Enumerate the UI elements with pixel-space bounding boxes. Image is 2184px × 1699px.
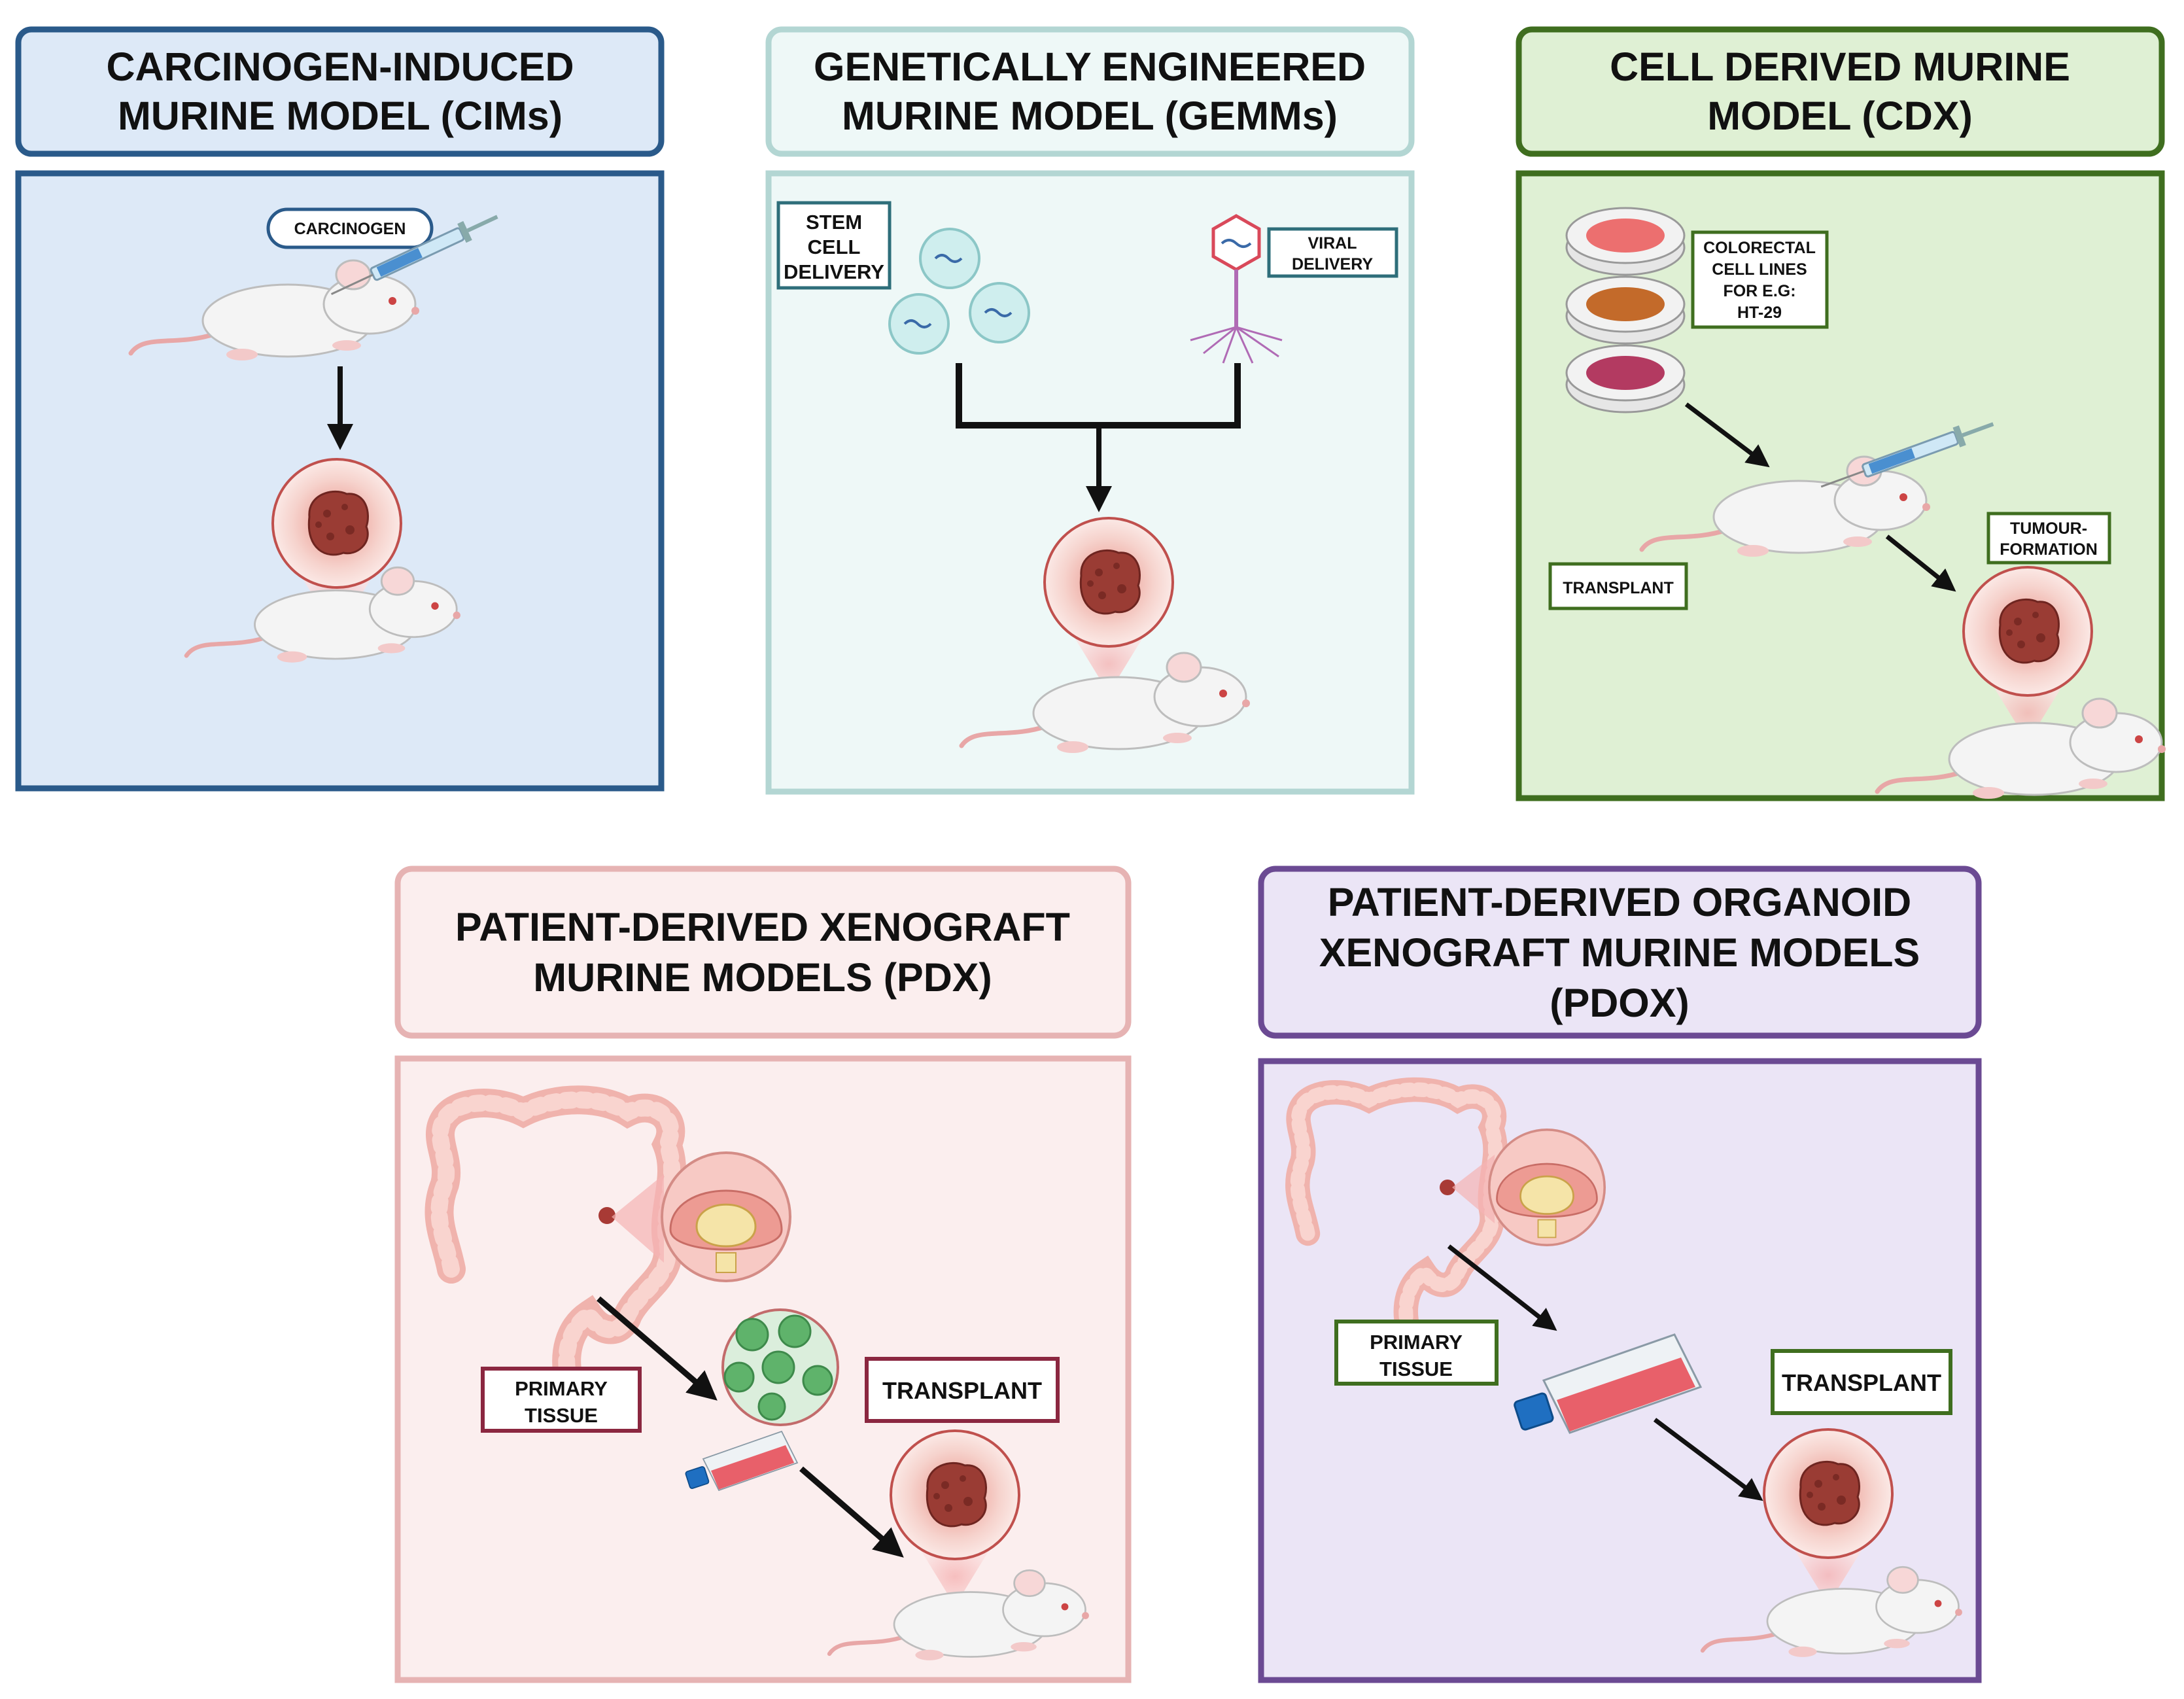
transplant-label: TRANSPLANT [1782,1369,1941,1396]
pdox-title-line1: PATIENT-DERIVED ORGANOID [1328,880,1911,924]
tumour-dot-icon [598,1207,615,1224]
cell-lines-label-line1: COLORECTAL [1703,239,1816,257]
pdx-title-line2: MURINE MODELS (PDX) [533,955,992,1000]
tumour-formation-label-line2: FORMATION [2000,540,2098,559]
stem-cell-icon [888,228,1030,355]
virus-icon [1190,214,1283,364]
transplant-label: TRANSPLANT [882,1377,1042,1404]
cdx-title-line1: CELL DERIVED MURINE [1610,44,2070,89]
cell-lines-label-box [1691,230,1829,329]
tumour-formation-label-line1: TUMOUR- [2010,519,2087,538]
primary-tissue-label-box [481,1367,642,1433]
arrow-icon [1447,1244,1557,1331]
petri-dish-icon [1565,207,1686,413]
cell-lines-label-line2: CELL LINES [1712,260,1807,279]
arrow-icon [1653,1418,1763,1501]
pdox-panel: PATIENT-DERIVED ORGANOID XENOGRAFT MURIN… [1258,866,1982,1683]
primary-tissue-label-line1: PRIMARY [515,1377,608,1400]
transplant-label: TRANSPLANT [1563,579,1673,597]
transplant-label-box [1548,562,1688,610]
tumour-dot-icon [1440,1180,1455,1195]
cdx-header-box [1516,26,2165,157]
gemms-title-line2: MURINE MODEL (GEMMs) [842,94,1338,138]
gemms-header-box [765,26,1415,157]
stem-cell-label-box [776,201,892,290]
cims-title-line2: MURINE MODEL (CIMs) [118,94,563,138]
arrow-icon [597,1296,718,1401]
tumour-formation-label-box [1986,512,2111,565]
pdx-header-box [394,866,1132,1039]
organoid-magnifier-icon [721,1308,839,1426]
carcinogen-label-box [266,207,434,249]
viral-delivery-label-line1: VIRAL [1308,234,1357,253]
stem-cell-label-line3: DELIVERY [784,260,884,283]
gemms-panel: GENETICALLY ENGINEERED MURINE MODEL (GEM… [765,26,1415,795]
pdox-header-box [1258,866,1982,1039]
viral-delivery-label-box [1267,227,1398,278]
colon-cross-section-icon [1488,1129,1606,1246]
arrow-icon [1885,534,1956,592]
arrow-icon [799,1466,904,1558]
cims-header-box [15,26,665,157]
zoom-beam [1452,1155,1495,1223]
primary-tissue-label-line2: TISSUE [525,1404,598,1427]
primary-tissue-label-line1: PRIMARY [1370,1331,1463,1354]
zoom-beam [612,1174,664,1263]
cell-lines-label-line4: HT-29 [1737,304,1782,322]
carcinogen-label: CARCINOGEN [294,220,406,238]
stem-cell-label-line1: STEM [806,211,862,234]
viral-delivery-label-line2: DELIVERY [1292,255,1373,273]
pdox-title-line2: XENOGRAFT MURINE MODELS [1319,930,1920,975]
gemms-title-line1: GENETICALLY ENGINEERED [814,44,1366,89]
cims-panel: CARCINOGEN-INDUCED MURINE MODEL (CIMs) C… [15,26,665,792]
transplant-label-box [1771,1349,1952,1415]
primary-tissue-label-line2: TISSUE [1379,1357,1453,1380]
transplant-label-box [865,1357,1060,1423]
pdx-panel: PATIENT-DERIVED XENOGRAFT MURINE MODELS … [394,866,1132,1683]
colon-cross-section-icon [661,1151,791,1282]
primary-tissue-label-box [1334,1320,1499,1386]
cims-title-line1: CARCINOGEN-INDUCED [106,44,574,89]
stem-cell-label-line2: CELL [808,236,861,258]
pdx-title-line1: PATIENT-DERIVED XENOGRAFT [455,905,1070,949]
arrow-icon [1684,402,1770,468]
cdx-title-line2: MODEL (CDX) [1707,94,1973,138]
cell-lines-label-line3: FOR E.G: [1723,282,1795,300]
cdx-panel: CELL DERIVED MURINE MODEL (CDX) COLORECT… [1516,26,2166,801]
pdox-title-line3: (PDOX) [1550,981,1690,1025]
